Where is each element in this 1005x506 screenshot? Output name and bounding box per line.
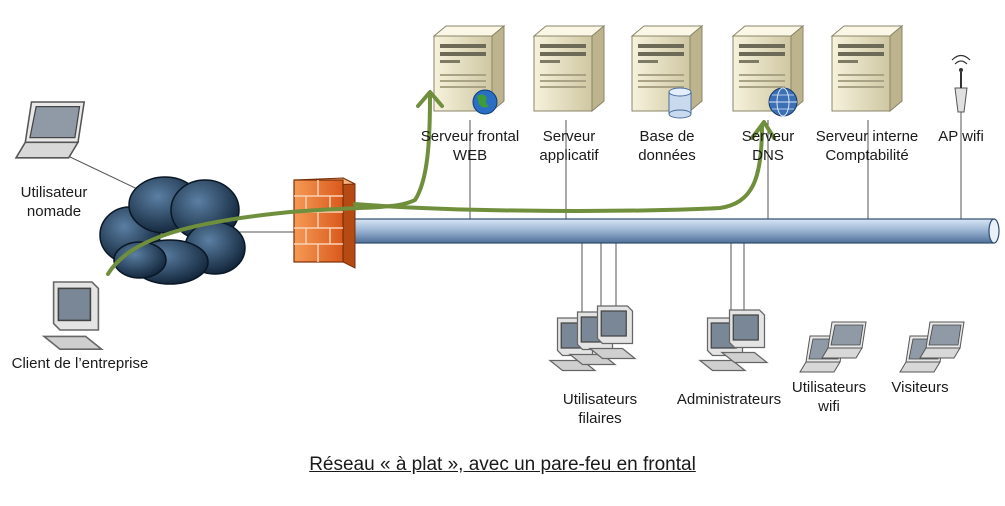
internet-cloud-icon	[99, 176, 246, 285]
label-ap-wifi: AP wifi	[938, 128, 984, 145]
globe-icon	[472, 89, 498, 115]
label-administrateurs: Administrateurs	[676, 391, 782, 408]
backbone-pipe	[353, 218, 1000, 244]
desktop-group-icon-filaires	[549, 305, 636, 372]
dns-server-icon	[732, 25, 804, 117]
server-icon-applicatif	[533, 25, 605, 112]
wifi-access-point-icon	[951, 54, 971, 113]
database-cylinder-icon	[668, 87, 692, 119]
laptop-group-icon-wifi	[799, 321, 867, 373]
desktop-computer-icon-client	[43, 281, 103, 350]
dns-globe-icon	[768, 87, 798, 117]
server-icon-comptabilite	[831, 25, 903, 112]
laptop-group-icon-visiteurs	[899, 321, 965, 373]
traffic-flow-arrows	[106, 90, 776, 276]
label-client-entreprise: Client de l’entreprise	[11, 355, 149, 372]
server-icon-web	[433, 25, 505, 115]
desktop-group-icon-admins	[699, 309, 768, 372]
laptop-icon-nomade	[15, 101, 85, 159]
firewall-icon	[293, 177, 356, 269]
label-visiteurs: Visiteurs	[891, 379, 949, 396]
database-server-icon	[631, 25, 703, 119]
diagram-caption: Réseau « à plat », avec un pare-feu en f…	[309, 454, 696, 475]
